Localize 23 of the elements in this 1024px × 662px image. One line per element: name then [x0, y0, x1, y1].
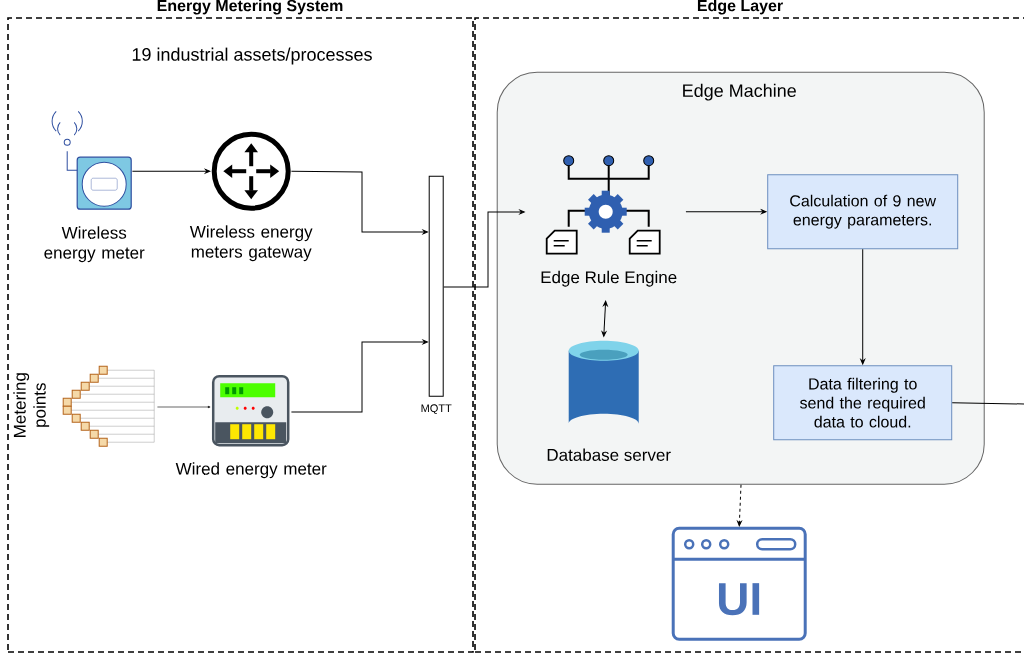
- region-heading: 19 industrial assets/processes: [132, 47, 372, 65]
- arrow: [860, 248, 866, 365]
- arrow: [157, 405, 211, 409]
- process-box: Calculation of 9 new energy parameters.: [767, 174, 959, 250]
- node-label: Metering points: [13, 373, 50, 437]
- node-label: Wired energy meter: [175, 462, 327, 479]
- region-title: Edge Layer: [697, 0, 783, 15]
- arrow: [601, 300, 608, 337]
- node-label: MQTT: [421, 404, 452, 415]
- arrow: [737, 484, 742, 527]
- icon-text: UI: [718, 583, 760, 616]
- process-box: Data filtering to send the required data to cloud.: [773, 365, 953, 441]
- node-label: Wireless energy meters gateway: [189, 225, 313, 262]
- arrow: [685, 209, 767, 215]
- arrow: [290, 339, 428, 413]
- node-label: Database server: [547, 448, 671, 461]
- node-label: Wireless energy meter: [44, 226, 145, 263]
- arrow: [131, 168, 211, 174]
- arrow: [443, 209, 525, 288]
- region-title: Energy Metering System: [157, 0, 343, 15]
- node-label: Edge Rule Engine: [541, 270, 677, 287]
- arrow: [290, 170, 428, 235]
- container-title: Edge Machine: [683, 83, 796, 101]
